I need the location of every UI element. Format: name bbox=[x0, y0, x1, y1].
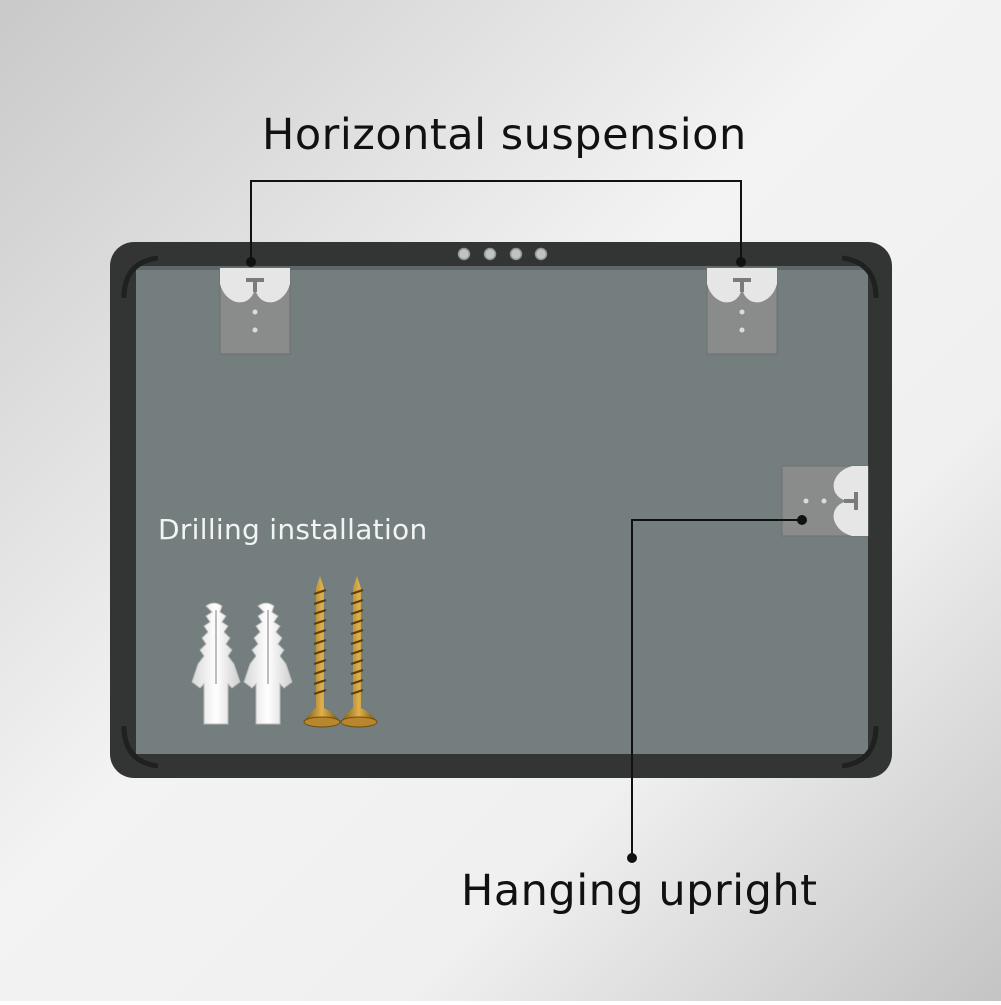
vertical-callout-line bbox=[631, 519, 802, 858]
wood-screw-icon bbox=[303, 576, 341, 728]
keyhole-hanging-bracket-icon bbox=[781, 465, 869, 537]
plastic-wall-anchor-icon bbox=[191, 602, 241, 725]
keyhole-hanging-bracket-icon bbox=[219, 267, 291, 355]
corner-clips bbox=[121, 255, 879, 769]
plastic-wall-anchor-icon bbox=[243, 602, 293, 725]
horizontal-callout-line bbox=[250, 180, 742, 262]
wood-screw-icon bbox=[340, 576, 378, 728]
drilling-installation-label: Drilling installation bbox=[158, 513, 428, 546]
keyhole-hanging-bracket-icon bbox=[706, 267, 778, 355]
touch-switch-dots-icon bbox=[457, 247, 548, 261]
horizontal-suspension-label: Horizontal suspension bbox=[262, 110, 747, 160]
hanging-upright-label: Hanging upright bbox=[461, 866, 818, 916]
